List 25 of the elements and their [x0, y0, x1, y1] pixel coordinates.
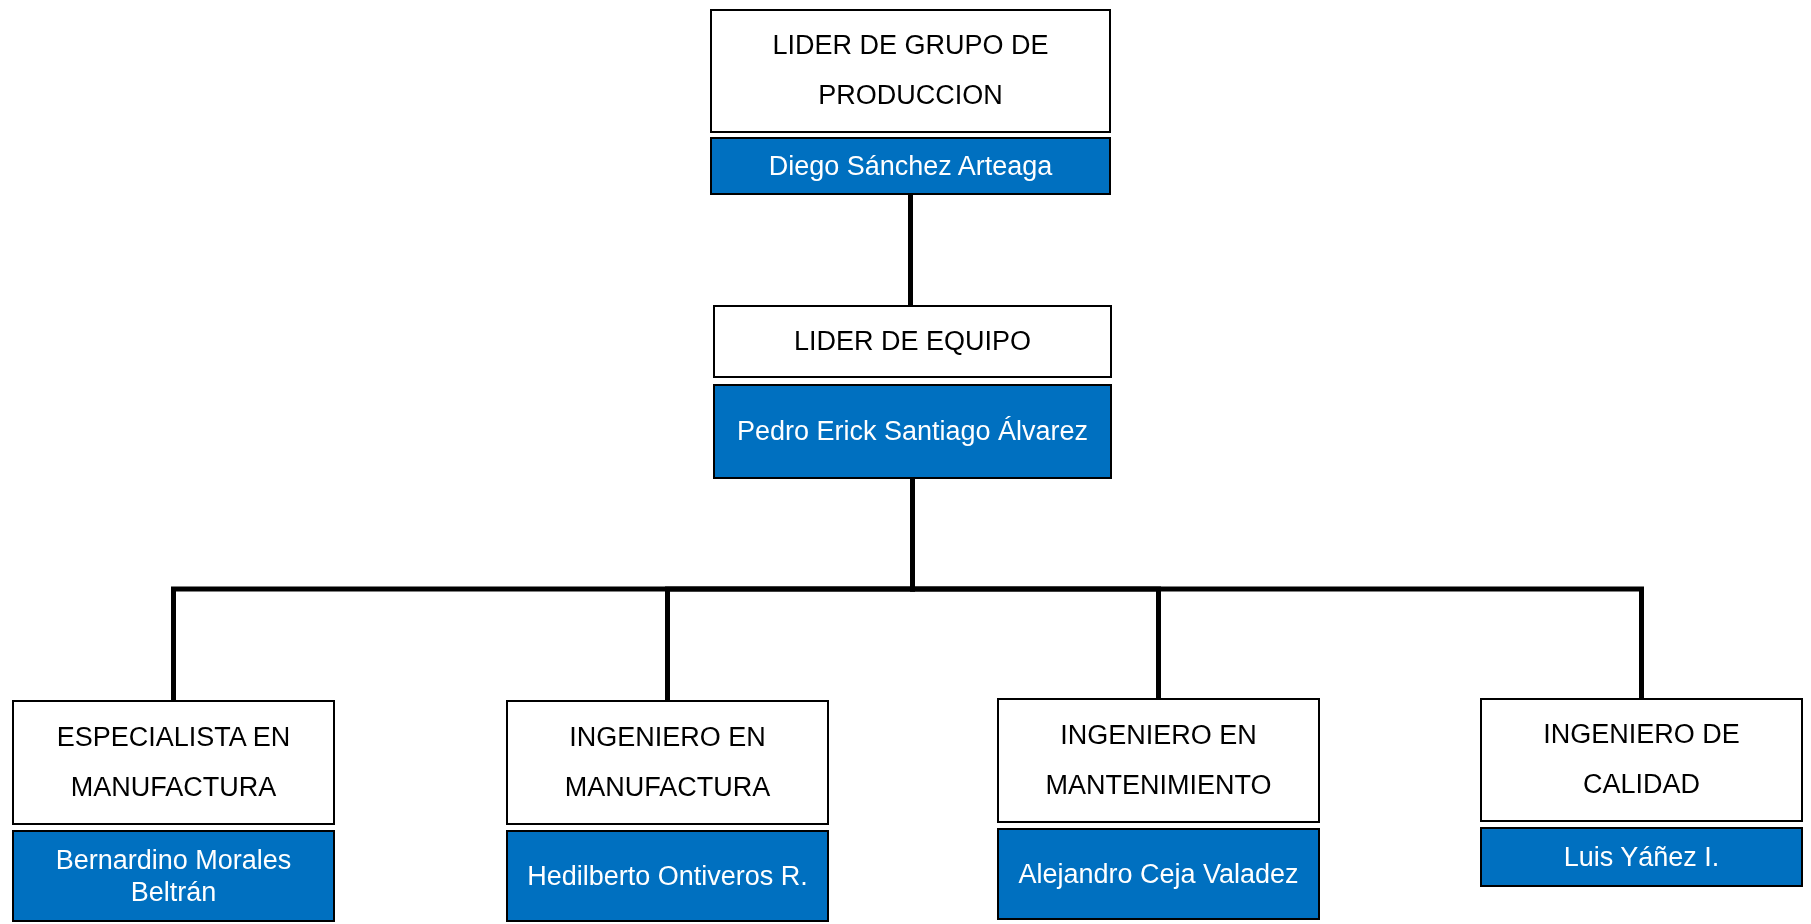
position-box: [506, 700, 829, 825]
name-box: [12, 830, 335, 922]
person-name: Diego Sánchez Arteaga: [767, 149, 1054, 183]
person-name: Luis Yáñez I.: [1562, 840, 1721, 874]
position-title: ESPECIALISTA EN MANUFACTURA: [55, 720, 292, 804]
position-box: [713, 305, 1112, 378]
name-box: [997, 828, 1320, 920]
person-name: Pedro Erick Santiago Álvarez: [735, 415, 1090, 448]
name-box: [713, 384, 1112, 479]
name-box: [710, 137, 1111, 195]
position-title: LIDER DE GRUPO DE PRODUCCION: [771, 29, 1050, 112]
position-title: INGENIERO EN MANTENIMIENTO: [1044, 718, 1273, 802]
person-name: Hedilberto Ontiveros R.: [526, 859, 809, 893]
position-title: INGENIERO DE CALIDAD: [1542, 718, 1741, 801]
connector-line: [908, 195, 913, 305]
position-box: [12, 700, 335, 825]
position-title: LIDER DE EQUIPO: [792, 324, 1033, 358]
name-box: [506, 830, 829, 922]
person-name: Alejandro Ceja Valadez: [1017, 857, 1300, 891]
person-name: Bernardino Morales Beltrán: [54, 843, 293, 909]
position-title: INGENIERO EN MANUFACTURA: [563, 720, 772, 804]
name-box: [1480, 827, 1803, 887]
position-box: [710, 9, 1111, 133]
position-box: [997, 698, 1320, 823]
position-box: [1480, 698, 1803, 822]
